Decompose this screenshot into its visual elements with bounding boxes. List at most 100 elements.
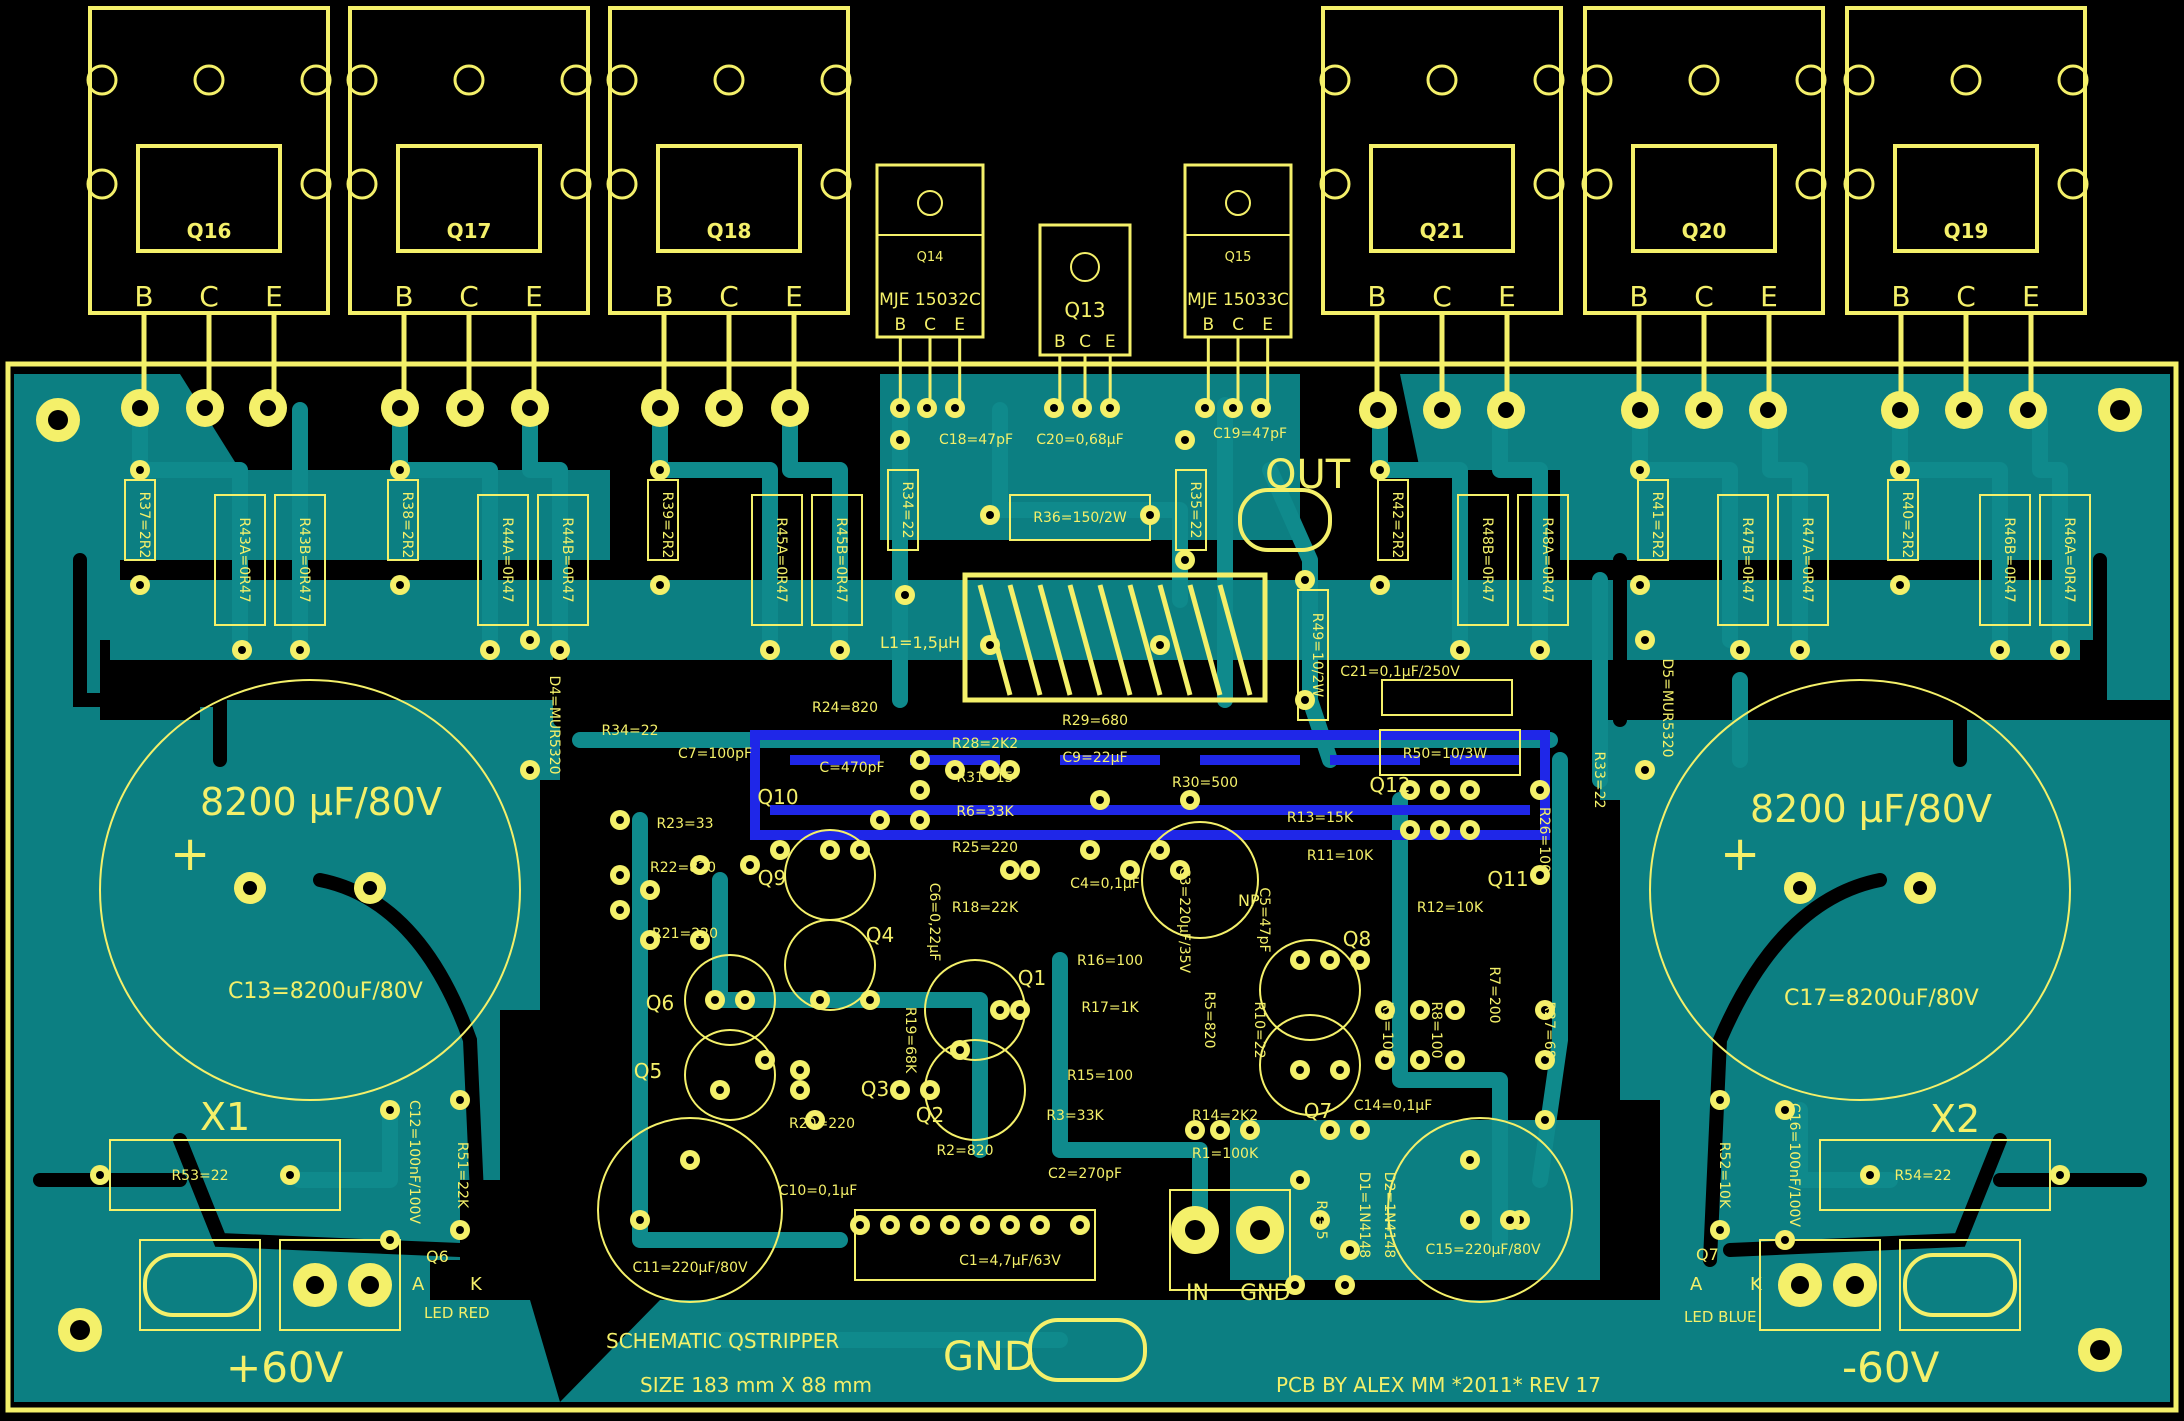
resistor-label: R51=22K <box>454 1142 470 1209</box>
resistor-label: R15=100 <box>1067 1068 1133 1084</box>
label-np: NP <box>1238 891 1260 910</box>
transistor-label: Q9 <box>758 866 786 890</box>
pin-label: B <box>1054 332 1066 352</box>
resistor-label: R46A=0R47 <box>2061 517 2077 602</box>
resistor-label: R9=100 <box>1379 1001 1395 1058</box>
transistor-label: Q4 <box>866 923 894 947</box>
resistor-label: R29=680 <box>1062 713 1128 729</box>
resistor-label: R45B=0R47 <box>833 517 849 602</box>
label-x2: X2 <box>1930 1097 1980 1141</box>
label-out: OUT <box>1265 452 1351 498</box>
transistor-label: Q5 <box>634 1059 662 1083</box>
pin-label: C <box>199 280 219 313</box>
capacitor-label: C21=0,1μF/250V <box>1340 664 1460 680</box>
ground-pour <box>14 374 2170 1402</box>
resistor-label: R45A=0R47 <box>773 517 789 602</box>
resistor-label: R43B=0R47 <box>296 517 312 602</box>
resistor-label: R41=2R2 <box>1649 492 1665 559</box>
resistor-label: R10=22 <box>1251 1001 1267 1058</box>
transistor-label: Q2 <box>916 1103 944 1127</box>
label-x1: X1 <box>200 1095 250 1139</box>
capacitor-label: C20=0,68μF <box>1036 432 1123 448</box>
label-in: IN <box>1186 1281 1209 1306</box>
capacitor-label: C1=4,7μF/63V <box>959 1253 1061 1269</box>
transistor-ref: Q19 <box>1944 219 1989 243</box>
label-cap-big-right: 8200 μF/80V <box>1750 787 1992 831</box>
diode-label: D5=MUR5320 <box>1659 658 1675 757</box>
pin-label: B <box>894 315 906 335</box>
label-led-k-right: K <box>1750 1274 1763 1295</box>
capacitor-label: C12=100nF/100V <box>406 1100 422 1224</box>
pin-label: E <box>1760 280 1778 313</box>
label-minus60: -60V <box>1842 1343 1940 1392</box>
capacitor-label: C7=100pF <box>678 746 752 762</box>
transistor-label: Q12 <box>1369 773 1410 797</box>
resistor-label: R43A=0R47 <box>236 517 252 602</box>
resistor-label: R49=10/2W <box>1309 613 1325 698</box>
transistor-ref: Q17 <box>447 219 492 243</box>
pin-label: C <box>924 315 936 335</box>
driver-part: MJE 15033C <box>1187 290 1289 310</box>
transistor-label: Q11 <box>1487 867 1528 891</box>
resistor-label: R44B=0R47 <box>559 517 575 602</box>
label-led-a-left: A <box>412 1274 425 1295</box>
resistor-label: R1=100K <box>1192 1146 1259 1162</box>
resistor-label: R24=820 <box>812 700 878 716</box>
label-schematic: SCHEMATIC QSTRIPPER <box>606 1329 839 1353</box>
resistor-label: R19=68K <box>902 1007 918 1074</box>
pin-label: B <box>1629 280 1648 313</box>
capacitor-label: C19=47pF <box>1213 426 1287 442</box>
pin-label: C <box>1079 332 1091 352</box>
resistor-label: R31=15 <box>956 770 1013 786</box>
resistor-label: R28=2K2 <box>952 736 1018 752</box>
resistor-label: R11=10K <box>1307 848 1374 864</box>
transistor-label: Q7 <box>1304 1099 1332 1123</box>
resistor-label: R23=33 <box>656 816 713 832</box>
capacitor-label: C4=0,1μF <box>1070 876 1140 892</box>
label-q6-led: Q6 <box>426 1247 449 1266</box>
label-led-blue: LED BLUE <box>1684 1308 1757 1326</box>
mounting-holes <box>36 388 2142 1372</box>
resistor-label: R17=1K <box>1081 1000 1139 1016</box>
resistor-label: R2=820 <box>936 1143 993 1159</box>
resistor-label: R3=33K <box>1046 1108 1104 1124</box>
resistor-label: R16=100 <box>1077 953 1143 969</box>
resistor-label: R34=22 <box>899 481 915 538</box>
label-credit: PCB BY ALEX MM *2011* REV 17 <box>1276 1373 1601 1397</box>
label-c13: C13=8200uF/80V <box>228 979 423 1004</box>
resistor-footprints <box>109 469 2091 1331</box>
label-q7-led: Q7 <box>1696 1245 1719 1264</box>
label-plus60: +60V <box>226 1343 344 1392</box>
resistor-label: R14=2K2 <box>1192 1108 1258 1124</box>
pin-label: C <box>1432 280 1452 313</box>
transistor-ref: Q18 <box>707 219 752 243</box>
transistor-label: Q6 <box>646 991 674 1015</box>
label-gnd-in: GND <box>1240 1281 1290 1306</box>
capacitor-label: C=470pF <box>819 760 884 776</box>
resistor-label: R50=10/3W <box>1403 746 1488 762</box>
pin-label: E <box>2022 280 2040 313</box>
resistor-label: R48B=0R47 <box>1479 517 1495 602</box>
resistor-label: R12=10K <box>1417 900 1484 916</box>
pin-label: E <box>785 280 803 313</box>
transistor-ref: Q21 <box>1420 219 1465 243</box>
resistor-label: R38=2R2 <box>399 492 415 559</box>
resistor-label: R22=820 <box>650 860 716 876</box>
transistor-label: Q3 <box>861 1077 889 1101</box>
pin-label: B <box>1367 280 1386 313</box>
board-outline <box>5 361 2179 1413</box>
resistor-label: R36=150/2W <box>1033 510 1127 526</box>
big-capacitor-c17 <box>1649 679 2071 1101</box>
capacitor-label: C2=270pF <box>1048 1166 1122 1182</box>
label-plus-right: + <box>1720 826 1760 882</box>
diode-label: D2=1N4148 <box>1381 1172 1397 1258</box>
resistor-label: R53=22 <box>171 1168 228 1184</box>
pin-label: B <box>654 280 673 313</box>
